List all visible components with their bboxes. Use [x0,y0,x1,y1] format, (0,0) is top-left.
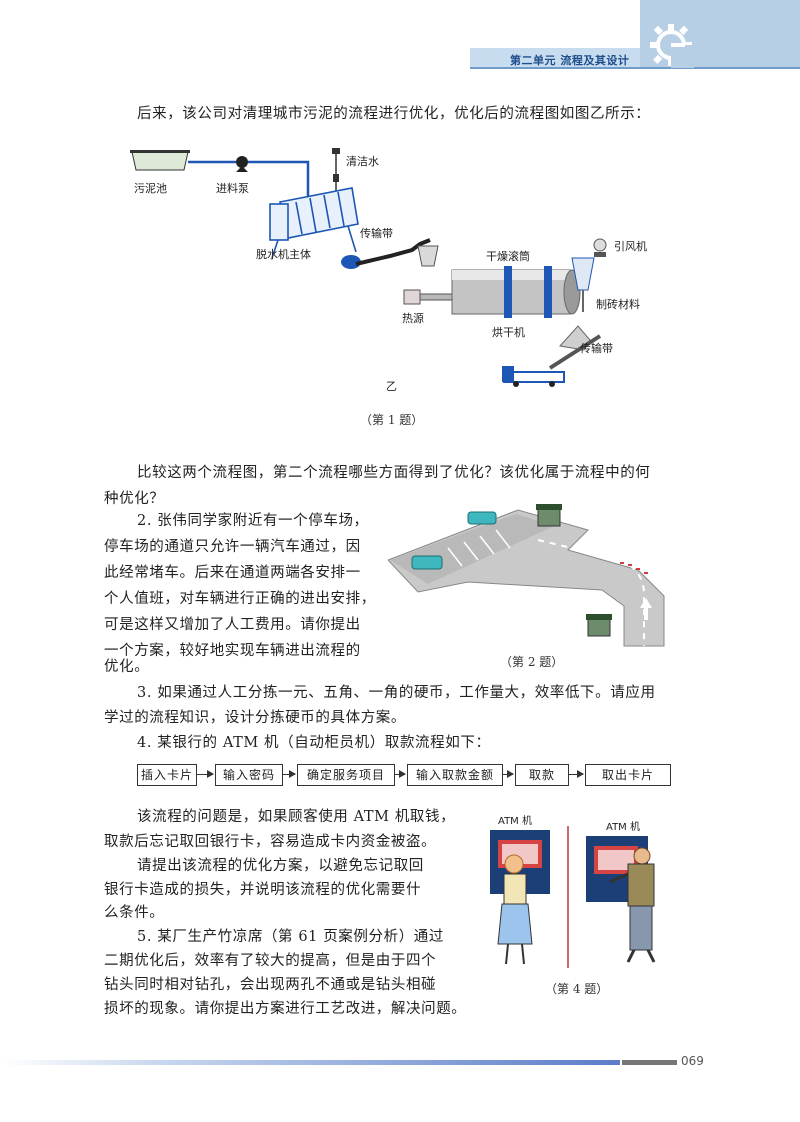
footer-rule [0,1060,620,1065]
atm-label-left: ATM 机 [498,814,532,827]
flow-step-withdraw: 取款 [515,764,569,786]
q4-line-1: 该流程的问题是，如果顾客使用 ATM 机取钱， [137,809,456,825]
sludge-process-diagram: 污泥池 进料泵 清洁水 脱水机主体 传输带 干燥滚筒 引风机 制砖材料 热源 烘… [130,148,647,393]
label-belt-1: 传输带 [360,226,393,240]
truck-illustration [502,366,565,387]
gear-icon [650,24,694,68]
label-feed-pump: 进料泵 [216,181,249,195]
q5-line-4: 损坏的现象。请你提出方案进行工艺改进，解决问题。 [104,1001,467,1017]
header-band [470,48,640,68]
conveyor-belt-2-illustration [548,334,602,370]
guard-booth-icon [586,614,612,637]
flow-step-take-card: 取出卡片 [585,764,671,786]
atm-label-right: ATM 机 [606,820,640,833]
flow-arrow [283,770,296,778]
q5-line-3: 钻头同时相对钻孔，会出现两孔不通或是钻头相碰 [104,977,437,993]
sludge-pool-illustration [130,150,190,171]
q2-line-4: 个人值班，对车辆进行正确的进出安排， [104,591,376,607]
guard-booth-icon [536,504,562,527]
atm-flow-chart: 插入卡片 输入密码 确定服务项目 输入取款金额 取款 取出卡片 [137,764,671,786]
car-icon [411,555,443,570]
q1-line-2: 种优化？ [104,491,165,507]
q2-line-3: 此经常堵车。后来在通道两端各安排一 [104,565,361,581]
flow-step-amount: 输入取款金额 [407,764,503,786]
flow-arrow [197,770,214,778]
flow-step-password: 输入密码 [215,764,283,786]
q5-line-2: 二期优化后，效率有了较大的提高，但是由于四个 [104,953,437,969]
header-rule [470,67,800,69]
label-dryer: 烘干机 [492,325,525,339]
q4-title: 4. 某银行的 ATM 机（自动柜员机）取款流程如下： [137,735,491,751]
label-drying-drum: 干燥滚筒 [486,249,530,263]
drying-drum-illustration [451,266,581,318]
figure-sub-label: 乙 [386,380,397,393]
q2-line-2: 停车场的通道只允许一辆汽车通过，因 [104,539,361,555]
induced-fan-illustration [593,238,607,257]
flow-step-insert-card: 插入卡片 [137,764,197,786]
label-belt-2: 传输带 [580,341,613,355]
label-dewatering-machine: 脱水机主体 [256,247,311,261]
flow-arrow [395,770,406,778]
q2-line-1: 2. 张伟同学家附近有一个停车场， [137,513,369,529]
q3-line-1: 3. 如果通过人工分拣一元、五角、一角的硬币，工作量大，效率低下。请应用 [137,685,656,701]
flow-arrow [503,770,514,778]
heat-source-illustration [403,289,459,305]
q4-line-3: 请提出该流程的优化方案，以避免忘记取回 [137,858,424,874]
q2-line-5: 可是这样又增加了人工费用。请你提出 [104,617,361,633]
dewatering-machine-illustration [269,187,359,259]
q3-line-2: 学过的流程知识，设计分拣硬币的具体方案。 [104,710,406,726]
customer-man-illustration [609,847,656,963]
label-sludge-pool: 污泥池 [134,182,167,195]
atm-illustration: ATM 机 ATM 机 [490,814,656,968]
customer-girl-illustration [497,854,533,965]
q4-line-5: 么条件。 [104,905,165,921]
q1-line-1: 比较这两个流程图，第二个流程哪些方面得到了优化？该优化属于流程中的何 [137,465,651,481]
page-number: 069 [681,1054,704,1068]
feed-pump-illustration [236,156,248,172]
parking-lot-illustration [388,504,665,647]
flow-arrow [569,770,584,778]
label-clean-water: 清洁水 [346,155,379,168]
fig1-caption: （第 1 题） [360,413,424,427]
fig2-caption: （第 2 题） [500,655,564,669]
car-icon [467,511,497,525]
q2-line-7: 优化。 [104,659,150,675]
label-fan: 引风机 [614,239,647,253]
q5-line-1: 5. 某厂生产竹凉席（第 61 页案例分析）通过 [137,929,445,945]
q4-line-4: 银行卡造成的损失，并说明该流程的优化需要什 [104,882,422,898]
conveyor-belt-1-illustration [341,238,431,269]
flow-step-service: 确定服务项目 [297,764,395,786]
section-title: 第二单元 流程及其设计 [510,54,630,67]
cyclone-separator-illustration [571,257,595,312]
q2-line-6: 一个方案，较好地实现车辆进出流程的 [104,643,361,659]
label-heat-source: 热源 [402,311,424,325]
fig4-caption: （第 4 题） [545,982,609,996]
intro-paragraph: 后来，该公司对清理城市污泥的流程进行优化，优化后的流程图如图乙所示： [137,106,651,122]
label-brick-material: 制砖材料 [596,297,640,311]
q4-line-2: 取款后忘记取回银行卡，容易造成卡内资金被盗。 [104,834,437,850]
footer-rule-accent [622,1060,677,1065]
